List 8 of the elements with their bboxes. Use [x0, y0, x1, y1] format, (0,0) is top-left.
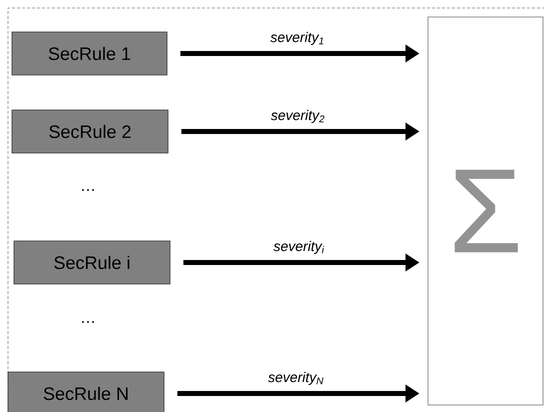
edge-label: severity$_{i}$ — [274, 240, 324, 254]
edge-label: severity$_{1}$ — [270, 32, 324, 45]
edge-label: severity$_{2}$ — [270, 110, 324, 123]
ellipsis: … — [82, 189, 94, 191]
ellipsis: … — [82, 321, 94, 323]
rule-box: SecRule N — [8, 372, 164, 412]
edge-label: severity$_{N}$ — [268, 372, 324, 385]
sum-box: Σ — [428, 16, 544, 406]
